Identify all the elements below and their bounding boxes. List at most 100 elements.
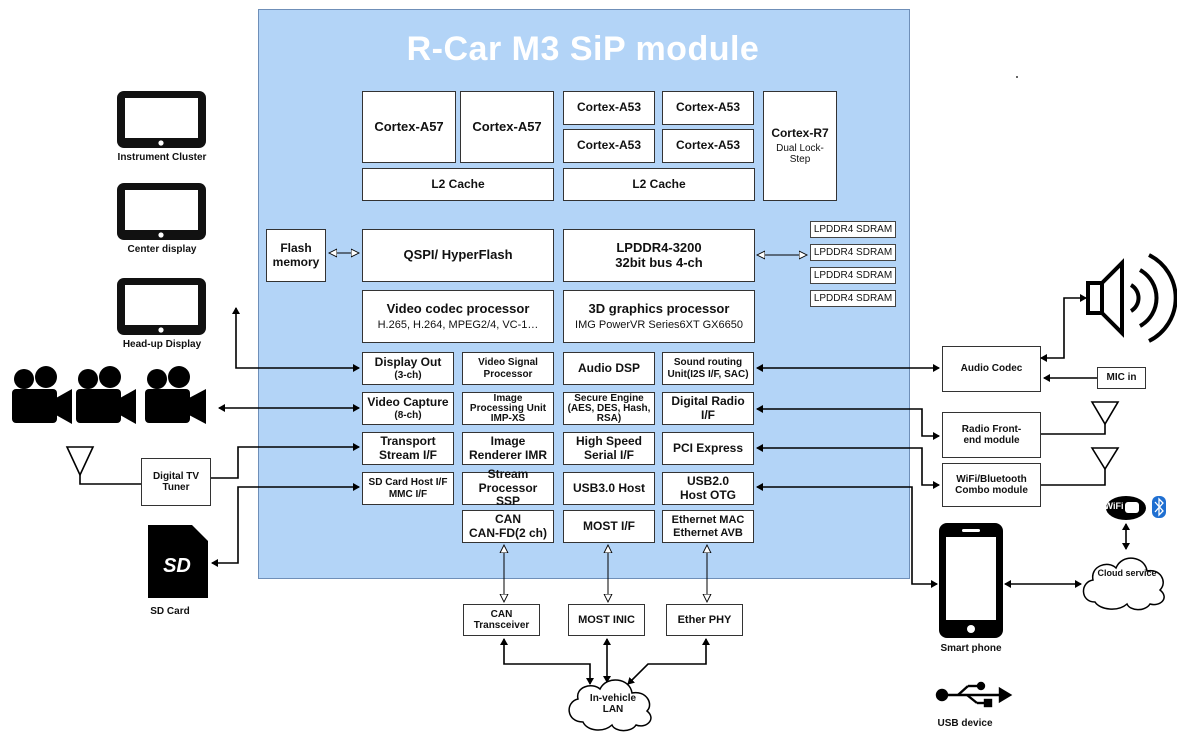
camera-icon: [145, 366, 206, 424]
tv-antenna-icon: [65, 446, 95, 477]
audio-codec-block: Audio Codec: [942, 346, 1041, 392]
in-vehicle-lan-label: In-vehicle LAN: [589, 693, 637, 715]
usb-device-label: USB device: [937, 718, 993, 729]
usb3-host-block: USB3.0 Host: [563, 472, 655, 505]
video-capture-sublabel: (8-ch): [394, 409, 422, 421]
l2-cache-block: L2 Cache: [563, 168, 755, 201]
ethernet-block: Ethernet MAC Ethernet AVB: [662, 510, 754, 543]
lpddr4-sdram-chip: LPDDR4 SDRAM: [810, 290, 896, 307]
most-if-block: MOST I/F: [563, 510, 655, 543]
cortex-a57-block: Cortex-A57: [460, 91, 554, 163]
sound-routing-block: Sound routing Unit(I2S I/F, SAC): [662, 352, 754, 385]
camera-icon: [76, 366, 136, 424]
display-out-label: Display Out: [374, 355, 442, 370]
cortex-r7-sublabel: Dual Lock-Step: [776, 143, 824, 166]
ethernet-mac-label: Ethernet MAC: [671, 514, 745, 527]
qspi-hyperflash-block: QSPI/ HyperFlash: [362, 229, 554, 282]
radio-antenna-link: [1041, 424, 1106, 435]
transport-stream-block: Transport Stream I/F: [362, 432, 454, 465]
can-block: CAN CAN-FD(2 ch): [462, 510, 554, 543]
sd-logo-text: SD: [163, 555, 191, 577]
flash-memory-block: Flash memory: [266, 229, 326, 282]
cortex-a53-block: Cortex-A53: [662, 91, 754, 125]
ether-phy-block: Ether PHY: [666, 604, 743, 636]
pci-express-block: PCI Express: [662, 432, 754, 465]
usb2-phone-link: [756, 483, 938, 588]
cloud-service-label: Cloud service: [1097, 568, 1157, 578]
smartphone-label: Smart phone: [940, 643, 1002, 654]
can-lan-link: [500, 638, 594, 685]
l2-cache-block: L2 Cache: [362, 168, 554, 201]
most-inic-block: MOST INIC: [568, 604, 645, 636]
lpddr4-block: LPDDR4-3200 32bit bus 4-ch: [563, 229, 755, 282]
lpddr4-line1: LPDDR4-3200: [616, 239, 702, 255]
usb-icon: [935, 681, 1013, 708]
audio-dsp-block: Audio DSP: [563, 352, 655, 385]
head-up-display-icon: [117, 278, 206, 335]
video-capture-block: Video Capture (8-ch): [362, 392, 454, 425]
cortex-a53-block: Cortex-A53: [662, 129, 754, 163]
can-transceiver-block: CAN Transceiver: [463, 604, 540, 636]
cloud-icon: [1082, 557, 1165, 611]
cortex-r7-label: Cortex-R7: [771, 125, 829, 140]
stray-dot: [1016, 76, 1018, 78]
sd-card-host-block: SD Card Host I/F MMC I/F: [362, 472, 454, 505]
mic-in-block: MIC in: [1097, 367, 1146, 389]
radio-frontend-block: Radio Front-end module: [942, 412, 1041, 458]
lpddr4-sdram-chip: LPDDR4 SDRAM: [810, 267, 896, 284]
pci-wifi-link: [756, 444, 940, 489]
codec-speaker-link: [1040, 294, 1087, 362]
cortex-a57-block: Cortex-A57: [362, 91, 456, 163]
ethernet-avb-label: Ethernet AVB: [673, 526, 743, 539]
secure-engine-block: Secure Engine (AES, DES, Hash, RSA): [563, 392, 655, 425]
sd-card-label: SD Card: [150, 606, 190, 617]
digital-tv-tuner-block: Digital TV Tuner: [141, 458, 211, 506]
sdcard-host-link: [211, 483, 360, 567]
bluetooth-icon: [1152, 496, 1166, 518]
lpddr4-sdram-chip: LPDDR4 SDRAM: [810, 244, 896, 261]
3d-graphics-sublabel: IMG PowerVR Series6XT GX6650: [575, 319, 743, 332]
ether-lan-link: [627, 638, 710, 685]
video-codec-block: Video codec processor H.265, H.264, MPEG…: [362, 290, 554, 343]
center-display-label: Center display: [127, 244, 197, 255]
center-display-icon: [117, 183, 206, 240]
tuner-transport-link: [211, 443, 360, 479]
digital-radio-block: Digital Radio I/F: [662, 392, 754, 425]
wifi-bluetooth-block: WiFi/Bluetooth Combo module: [942, 463, 1041, 507]
can-fd-label: CAN-FD(2 ch): [469, 525, 547, 540]
lpddr4-sdram-chip: LPDDR4 SDRAM: [810, 221, 896, 238]
wifi-badge-text: WiFi: [1104, 501, 1124, 511]
3d-graphics-block: 3D graphics processor IMG PowerVR Series…: [563, 290, 755, 343]
display-out-sublabel: (3-ch): [394, 369, 422, 381]
lan-cloud-icon: [568, 679, 652, 732]
head-up-display-label: Head-up Display: [122, 339, 202, 350]
wifi-logo-icon: [1106, 496, 1146, 520]
speaker-icon: [1086, 253, 1177, 343]
display-out-block: Display Out (3-ch): [362, 352, 454, 385]
module-title: R-Car M3 SiP module: [406, 30, 760, 68]
hud-display-out-link: [232, 307, 360, 372]
cortex-a53-block: Cortex-A53: [563, 129, 655, 163]
smartphone-icon: [939, 523, 1003, 638]
radio-frontend-link: [756, 405, 940, 440]
camera-icon: [12, 366, 72, 424]
wifi-antenna-icon: [1090, 447, 1120, 471]
video-codec-label: Video codec processor: [386, 300, 530, 316]
antenna-tuner-link: [79, 475, 141, 485]
cortex-a53-block: Cortex-A53: [563, 91, 655, 125]
can-label: CAN: [495, 512, 521, 527]
3d-graphics-label: 3D graphics processor: [588, 300, 730, 316]
video-codec-sublabel: H.265, H.264, MPEG2/4, VC-1…: [377, 319, 539, 332]
instrument-cluster-label: Instrument Cluster: [117, 152, 207, 163]
image-processing-unit-block: Image Processing Unit IMP-XS: [462, 392, 554, 425]
cortex-r7-block: Cortex-R7 Dual Lock-Step: [763, 91, 837, 201]
radio-antenna-icon: [1090, 401, 1120, 426]
video-signal-processor-block: Video Signal Processor: [462, 352, 554, 385]
instrument-cluster-icon: [117, 91, 206, 148]
image-renderer-block: Image Renderer IMR: [462, 432, 554, 465]
sd-card-icon: SD: [148, 525, 208, 598]
lpddr4-line2: 32bit bus 4-ch: [615, 254, 703, 270]
video-capture-label: Video Capture: [367, 395, 449, 410]
